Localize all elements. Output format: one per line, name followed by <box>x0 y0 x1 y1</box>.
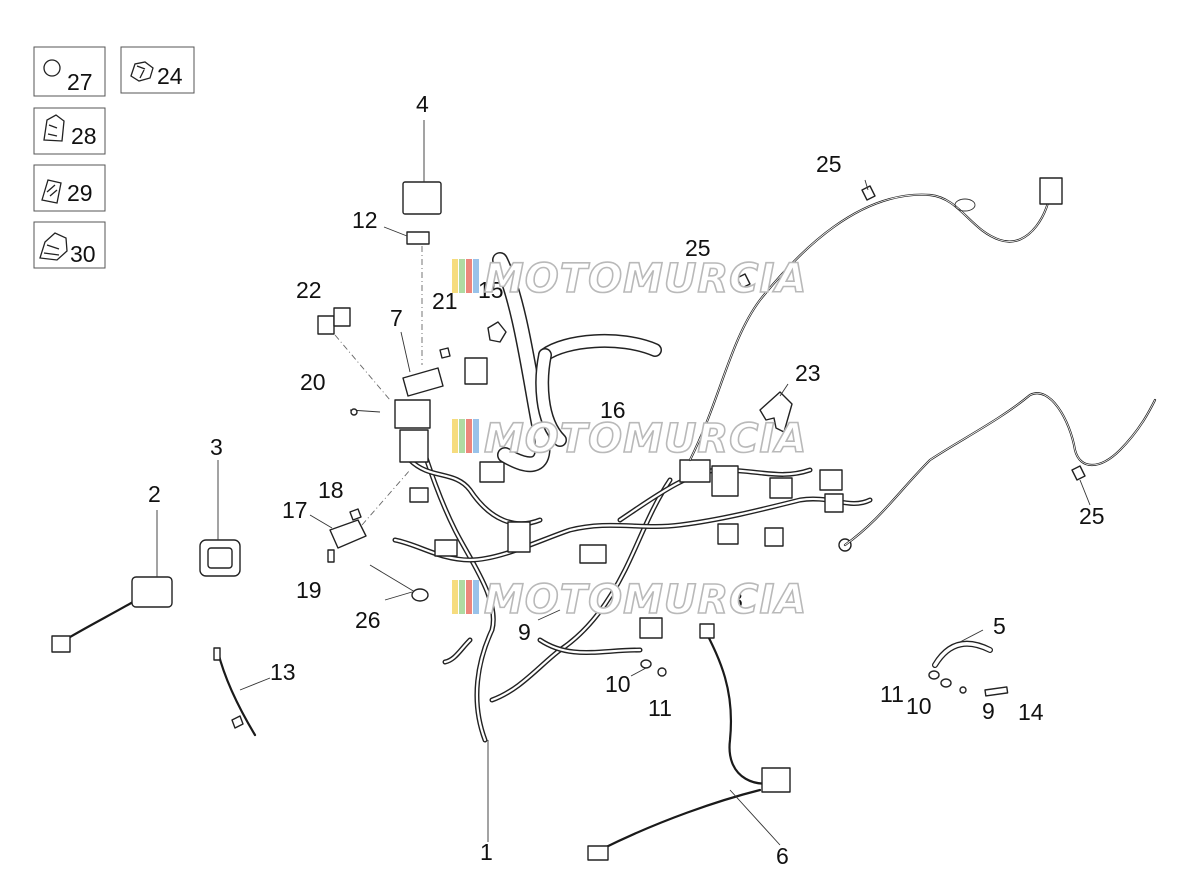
legend-number-29: 29 <box>67 180 93 206</box>
callout-9-a: 9 <box>518 619 531 645</box>
callout-25-c: 25 <box>1079 503 1105 529</box>
part-2-cable <box>51 510 173 653</box>
callout-17: 17 <box>282 497 308 523</box>
part-3-grommet <box>199 460 241 577</box>
callout-8: 8 <box>730 587 743 613</box>
callout-14: 14 <box>1018 699 1044 725</box>
bracket-parts <box>349 331 451 416</box>
watermark-2: MOTOMURCIA <box>452 415 807 463</box>
ground-strap-parts <box>640 629 1009 697</box>
cable-tie-clamp-icon <box>39 232 68 261</box>
watermark-1: MOTOMURCIA <box>452 255 807 303</box>
part-4-relay <box>383 120 442 365</box>
cable-clamp-icon <box>130 61 154 82</box>
callout-12: 12 <box>352 207 378 233</box>
callout-4: 4 <box>416 91 429 117</box>
part-26-cable-tie <box>369 564 429 602</box>
watermark-text-3: MOTOMURCIA <box>484 577 807 623</box>
battery-cable <box>587 623 791 861</box>
legend-number-30: 30 <box>70 241 96 267</box>
legend-box-29: 29 <box>33 164 106 212</box>
watermark-text-1: MOTOMURCIA <box>484 256 807 302</box>
callout-26: 26 <box>355 607 381 633</box>
callout-1: 1 <box>480 839 493 865</box>
watermark-text-2: MOTOMURCIA <box>484 416 807 462</box>
legend-box-28: 28 <box>33 107 106 155</box>
legend-number-28: 28 <box>71 123 97 149</box>
callout-15: 15 <box>478 277 504 303</box>
callout-11-a: 11 <box>648 695 672 721</box>
callout-10-a: 10 <box>605 671 631 697</box>
legend-box-27: 27 <box>33 46 106 97</box>
callout-5: 5 <box>993 613 1006 639</box>
callout-22: 22 <box>296 277 322 303</box>
cable-loop <box>492 252 662 473</box>
callout-19: 19 <box>296 577 322 603</box>
part-13-tie <box>213 647 271 737</box>
callout-25-b: 25 <box>685 235 711 261</box>
legend-box-30: 30 <box>33 221 106 269</box>
part-22-relays <box>317 307 391 401</box>
callout-18: 18 <box>318 477 344 503</box>
main-wiring-harness <box>392 357 873 743</box>
callout-9-b: 9 <box>982 698 995 724</box>
watermark-3: MOTOMURCIA <box>452 576 807 624</box>
callout-11-b: 11 <box>880 681 904 707</box>
relay-holder-parts <box>309 469 411 563</box>
callout-23: 23 <box>795 360 821 386</box>
callout-25-a: 25 <box>816 151 842 177</box>
callout-10-b: 10 <box>906 693 932 719</box>
callout-7: 7 <box>390 305 403 331</box>
callout-13: 13 <box>270 659 296 685</box>
callout-3: 3 <box>210 434 223 460</box>
upper-sensor-cable <box>688 177 1063 462</box>
clip-icon <box>41 179 62 204</box>
callout-6: 6 <box>776 843 789 869</box>
callout-2: 2 <box>148 481 161 507</box>
right-sensor-cable <box>843 392 1157 547</box>
ring-clip-icon <box>43 59 61 77</box>
small-clips <box>487 185 1086 481</box>
legend-number-24: 24 <box>157 63 183 89</box>
connector-holder-icon <box>43 114 65 142</box>
legend-number-27: 27 <box>67 69 93 95</box>
callout-numbers: 1 2 3 4 5 6 7 8 9 9 10 10 11 11 12 13 14… <box>148 91 1105 869</box>
callout-16: 16 <box>600 397 626 423</box>
leader-lines <box>384 179 1091 846</box>
legend-box-24: 24 <box>120 46 195 94</box>
callout-20: 20 <box>300 369 326 395</box>
